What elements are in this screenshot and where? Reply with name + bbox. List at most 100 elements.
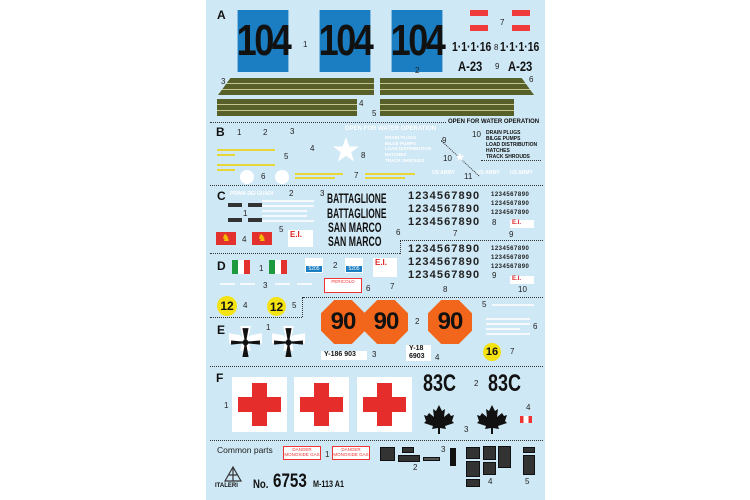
ei-label: E.I.: [510, 276, 534, 284]
divider: [210, 317, 302, 318]
yellow-text: [217, 164, 275, 166]
white-text: [486, 318, 530, 320]
instrument-decal: [380, 447, 395, 461]
small-star-icon: [455, 152, 465, 162]
italeri-logo-icon: [223, 466, 243, 482]
danger-title: DANGER: [292, 447, 312, 452]
list-item: DRAIN PLUGS: [486, 130, 521, 136]
divider: [210, 253, 400, 254]
num: 1: [266, 323, 271, 332]
divider: [210, 366, 543, 367]
list-item: LOAD DISTRIBUTION: [385, 146, 431, 152]
digits-row: 1234567890: [408, 203, 481, 215]
iron-cross-icon: [272, 326, 305, 357]
list-item: BILGE PUMPS: [486, 136, 521, 142]
num: 9: [442, 136, 447, 145]
water-list-white: DRAIN PLUGS BILGE PUMPS LOAD DISTRIBUTIO…: [385, 135, 431, 163]
num: 9: [492, 271, 497, 280]
num: 3: [221, 77, 226, 86]
model-name: M-113 A1: [313, 479, 344, 489]
num: 4: [310, 144, 315, 153]
red-cross: [357, 377, 412, 432]
digits-row: 1234567890: [408, 216, 481, 228]
small-digits-row: 1234567890: [491, 192, 530, 198]
num: 8: [494, 43, 499, 52]
divider: [481, 160, 541, 161]
white-text: [486, 328, 520, 330]
num: 6: [396, 228, 401, 237]
red-cross: [232, 377, 287, 432]
plate-line: 6903: [409, 352, 425, 360]
shield-5205: 5205: [305, 258, 323, 273]
num: 6: [261, 172, 266, 181]
white-circle: [275, 170, 289, 184]
num: 3: [441, 445, 446, 454]
red-cross: [294, 377, 349, 432]
white-text: [262, 215, 307, 217]
instrument-decal: [498, 446, 511, 468]
divider: [210, 440, 543, 441]
ei-label: E.I.: [510, 220, 534, 228]
license-plate: Y-186 903: [321, 351, 367, 360]
small-digits-row: 1234567890: [491, 201, 530, 207]
num: 10: [518, 285, 527, 294]
yellow-circle-12: 12: [217, 296, 237, 316]
num: 1: [224, 401, 229, 410]
num: 5: [292, 301, 297, 310]
num: 4: [526, 403, 531, 412]
us-army-text: US ARMY: [510, 170, 533, 176]
black-text: [248, 218, 262, 222]
olive-stripe: [380, 99, 514, 116]
num: 5: [482, 300, 487, 309]
num: 8: [492, 218, 497, 227]
num: 9: [509, 230, 514, 239]
octagon-90: 90: [364, 300, 408, 344]
italian-flag-icon: [269, 260, 287, 274]
us-army-text: US ARMY: [432, 170, 455, 176]
instrument-decal: [466, 447, 480, 459]
yellow-text: [365, 173, 415, 175]
num: 2: [413, 463, 418, 472]
num: 2: [415, 66, 420, 75]
code-83c: 83C: [488, 370, 522, 397]
yellow-text: [295, 177, 335, 179]
plate-number: 5205: [346, 266, 362, 272]
instrument-decal: [450, 448, 456, 466]
num: 5: [279, 225, 284, 234]
maple-leaf-icon: [424, 405, 454, 434]
num: 7: [500, 18, 505, 27]
list-item: TRACK SHROUDS: [385, 157, 425, 163]
white-text: [262, 210, 307, 212]
kit-number: 6753: [273, 471, 307, 492]
num: 2: [333, 261, 338, 270]
num: 7: [510, 347, 515, 356]
red-stripe: [512, 10, 530, 16]
danger-title: DANGER: [341, 447, 361, 452]
digits-row: 1234567890: [408, 243, 481, 255]
white-circle: [240, 170, 254, 184]
num: 1: [303, 40, 308, 49]
shield-5205: 5205: [345, 258, 363, 273]
num: 10: [443, 154, 452, 163]
code-83c: 83C: [423, 370, 457, 397]
num: 2: [263, 128, 268, 137]
num: 2: [415, 317, 420, 326]
num: 3: [290, 127, 295, 136]
num: 1: [259, 264, 264, 273]
yellow-text: [295, 173, 343, 175]
us-army-text: US ARMY: [477, 170, 500, 176]
num: 7: [453, 229, 458, 238]
battaglione-text: BATTAGLIONE: [327, 190, 387, 206]
yellow-text: [365, 177, 405, 179]
danger-sub: MONOXIDE GAS: [333, 451, 369, 457]
num: 2: [474, 379, 479, 388]
instrument-decal: [466, 461, 480, 477]
list-item: HATCHES: [385, 151, 407, 157]
ei-label: E.I.: [288, 230, 313, 247]
divider: [303, 297, 543, 298]
instrument-decal: [402, 447, 414, 453]
list-item: LOAD DISTRIBUTION: [486, 142, 538, 148]
pericolo-label: PERICOLO: [324, 278, 362, 293]
